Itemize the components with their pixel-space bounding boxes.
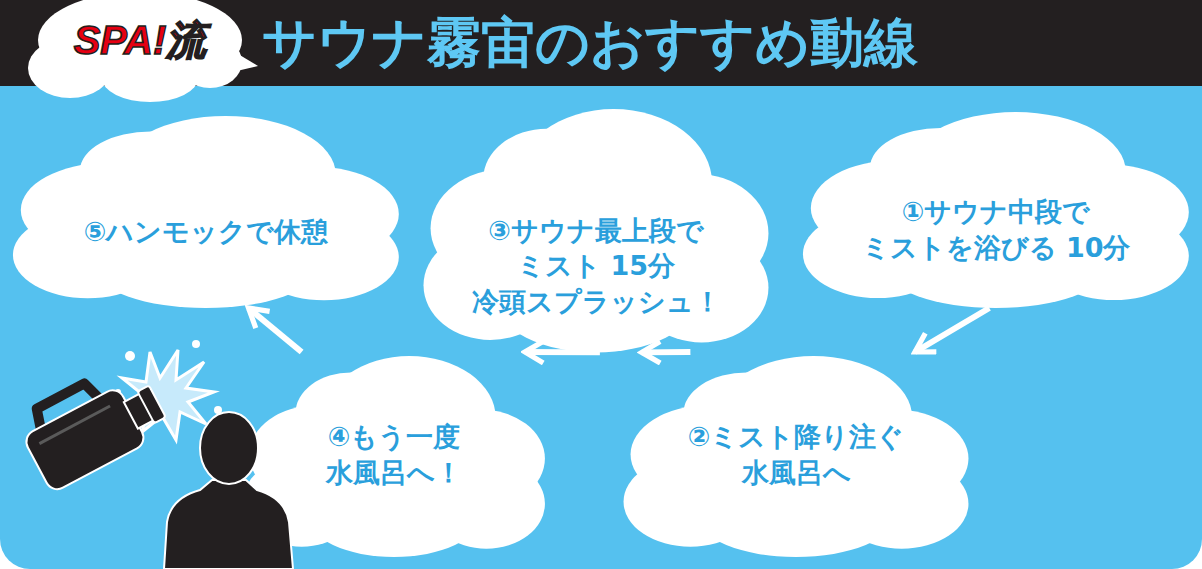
water-drop (125, 351, 135, 361)
flow-arrow (249, 308, 302, 352)
logo-label: SPA!流 (42, 10, 238, 70)
flow-arrow (915, 308, 989, 352)
cloud-step: ③サウナ最上段で ミスト 15分 冷頭スプラッシュ！ (420, 104, 772, 352)
step-text: ②ミスト降り注ぐ 水風呂へ (675, 419, 918, 490)
bottle-neck (124, 394, 154, 429)
water-drop (115, 389, 121, 395)
step-text: ①サウナ中段で ミストを浴びる 10分 (854, 194, 1138, 265)
person-silhouette (164, 412, 293, 569)
bottle-body (22, 386, 147, 493)
cloud-step: ②ミスト降り注ぐ 水風呂へ (620, 352, 972, 557)
flow-arrow (642, 349, 691, 355)
cloud-shape (240, 352, 548, 557)
water-drop (214, 406, 222, 414)
cloud-step: ①サウナ中段で ミストを浴びる 10分 (799, 108, 1193, 308)
bottle-handle (31, 381, 99, 430)
person-body (164, 480, 293, 569)
cloud-shape (620, 352, 972, 557)
cloud-puff (870, 128, 1012, 208)
step-text: ⑤ハンモックで休憩 (64, 214, 348, 250)
water-splash (115, 340, 222, 440)
splash-blob (122, 350, 214, 440)
bubble-tail (224, 48, 258, 74)
bottle-highlight (39, 406, 110, 444)
logo-bubble (28, 0, 258, 102)
step-text: ③サウナ最上段で ミスト 15分 冷頭スプラッシュ！ (470, 213, 721, 320)
cloud-puff (80, 132, 222, 210)
bubble-body (38, 0, 242, 88)
step-text: ④もう一度 水風呂へ！ (310, 419, 477, 490)
cloud-shape (9, 112, 403, 308)
cloud-step: ⑤ハンモックで休憩 (9, 112, 403, 308)
cloud-puff (483, 129, 610, 228)
water-drop (192, 340, 200, 348)
water-bottle (14, 357, 173, 493)
bottle-cap (137, 385, 165, 423)
diagram-title: サウナ霧宙のおすすめ動線 (262, 7, 918, 79)
cloud-step: ④もう一度 水風呂へ！ (240, 352, 548, 557)
person-head (200, 412, 258, 484)
